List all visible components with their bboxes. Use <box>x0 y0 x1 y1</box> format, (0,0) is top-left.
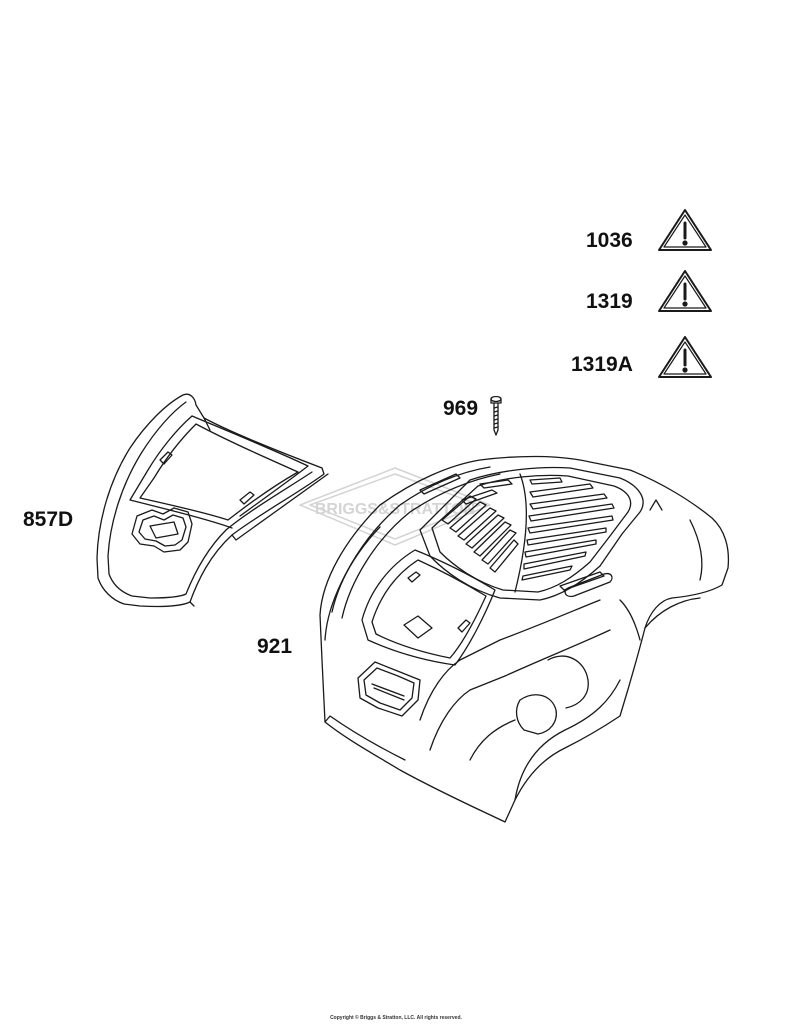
label-1319a: 1319A <box>571 353 633 376</box>
copyright-notice: Copyright © Briggs & Stratton, LLC. All … <box>330 1015 462 1021</box>
warning-triangle-icon <box>658 270 712 312</box>
grille-slots-left <box>441 479 519 573</box>
label-969: 969 <box>443 397 479 420</box>
part-921-blower-housing <box>319 455 730 823</box>
part-969-screw <box>490 395 502 436</box>
warning-triangle-icon <box>658 209 712 251</box>
grille-slots-right <box>521 477 615 591</box>
label-1319: 1319 <box>586 290 633 313</box>
warning-triangle-icon <box>658 336 712 378</box>
label-1036: 1036 <box>586 229 633 252</box>
part-857d-cover-panel <box>96 393 329 608</box>
logo-badge <box>357 661 421 717</box>
label-921: 921 <box>257 635 293 658</box>
label-857d: 857D <box>23 508 74 531</box>
